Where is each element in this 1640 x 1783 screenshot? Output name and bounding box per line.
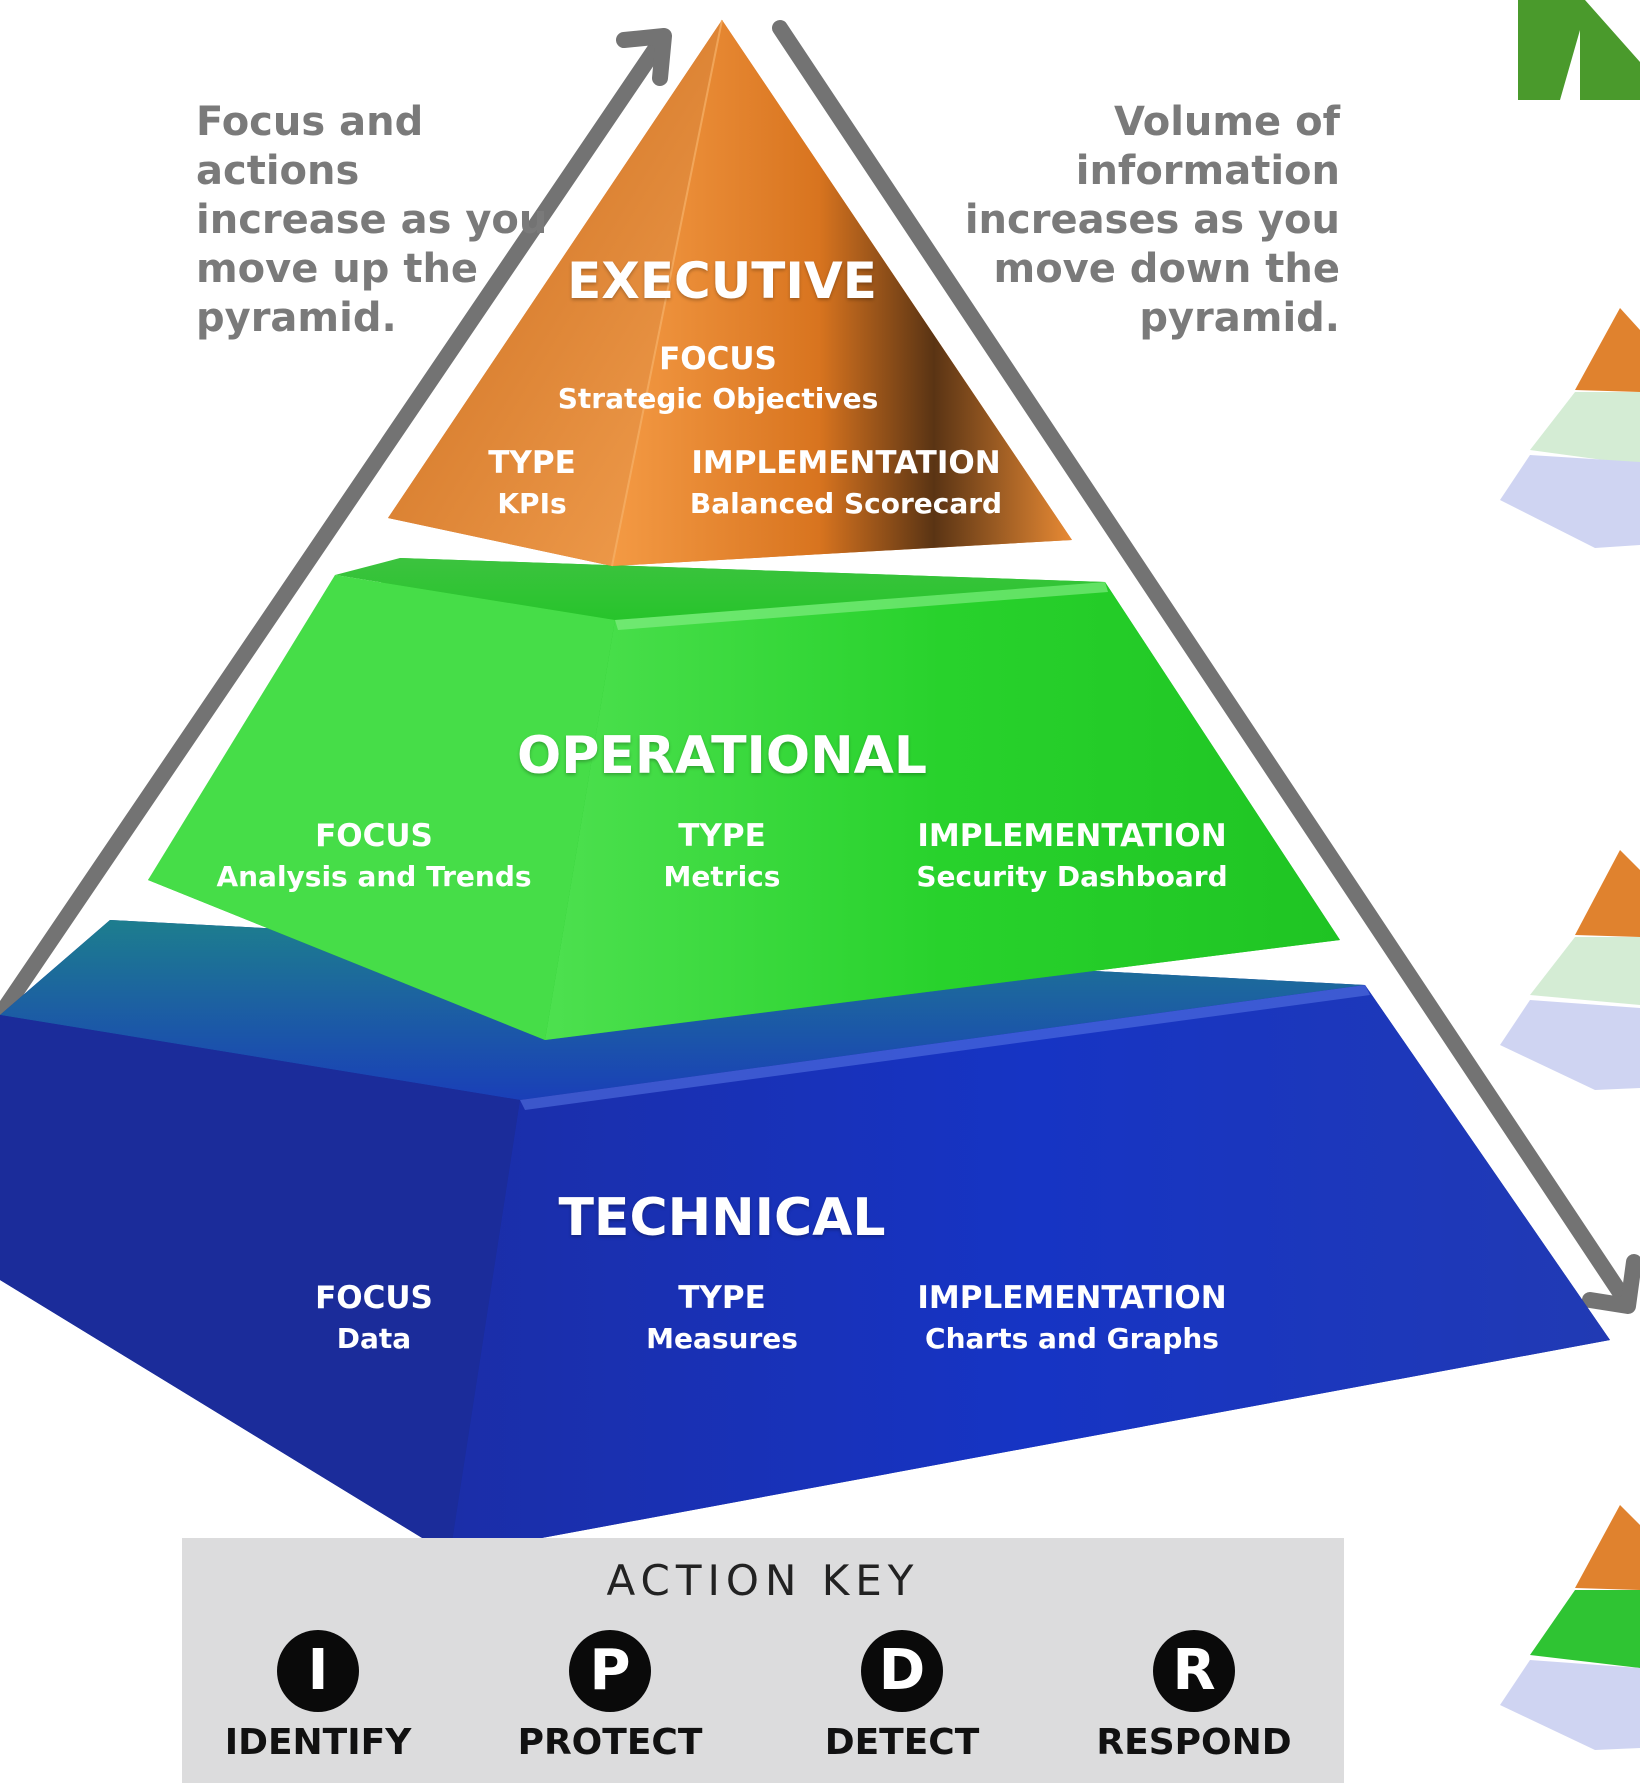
mini-pyramid-3 [1500, 1505, 1640, 1750]
detect-label: DETECT [824, 1722, 980, 1763]
action-key-title: ACTION KEY [606, 1556, 920, 1605]
protect-icon: P [569, 1630, 651, 1712]
identify-icon: I [277, 1630, 359, 1712]
executive-implementation-label: IMPLEMENTATION [691, 445, 1001, 481]
operational-title: OPERATIONAL [516, 726, 928, 786]
action-key-respond: R RESPOND [1064, 1630, 1324, 1763]
operational-focus-label: FOCUS [315, 818, 433, 854]
arrow-down-right [772, 20, 1640, 1314]
technical-title: TECHNICAL [558, 1188, 886, 1248]
operational-implementation-label: IMPLEMENTATION [917, 818, 1227, 854]
executive-title: EXECUTIVE [567, 252, 877, 310]
action-key-identify: I IDENTIFY [188, 1630, 448, 1763]
detect-icon: D [861, 1630, 943, 1712]
identify-label: IDENTIFY [224, 1722, 412, 1763]
executive-type-value: KPIs [497, 487, 567, 520]
action-key-detect: D DETECT [772, 1630, 1032, 1763]
operational-focus-value: Analysis and Trends [216, 860, 532, 893]
arrow-up-left [0, 28, 672, 1030]
tier-technical [0, 920, 1610, 1555]
operational-type-label: TYPE [678, 818, 766, 854]
technical-focus-label: FOCUS [315, 1280, 433, 1316]
tier-executive [388, 19, 1072, 567]
technical-implementation-value: Charts and Graphs [925, 1322, 1219, 1355]
technical-type-label: TYPE [678, 1280, 766, 1316]
technical-type-value: Measures [646, 1322, 798, 1355]
mini-pyramid-2 [1500, 850, 1640, 1090]
mini-pyramid-1 [1500, 308, 1640, 548]
respond-icon: R [1153, 1630, 1235, 1712]
operational-implementation-value: Security Dashboard [916, 860, 1228, 893]
tier-operational [148, 558, 1340, 1040]
note-focus-actions: Focus and actions increase as you move u… [196, 99, 548, 341]
executive-focus-value: Strategic Objectives [557, 382, 879, 415]
note-volume-information: Volume of information increases as you m… [964, 99, 1340, 341]
corner-logo-fragment [1518, 0, 1640, 100]
executive-type-label: TYPE [488, 445, 576, 481]
executive-implementation-value: Balanced Scorecard [689, 487, 1003, 520]
technical-implementation-label: IMPLEMENTATION [917, 1280, 1227, 1316]
technical-focus-value: Data [336, 1322, 412, 1355]
operational-type-value: Metrics [663, 860, 781, 893]
respond-label: RESPOND [1096, 1722, 1292, 1763]
executive-focus-label: FOCUS [659, 341, 777, 377]
action-key-panel: ACTION KEY I IDENTIFY P PROTECT D DETECT… [182, 1538, 1344, 1783]
protect-label: PROTECT [517, 1722, 703, 1763]
action-key-protect: P PROTECT [480, 1630, 740, 1763]
